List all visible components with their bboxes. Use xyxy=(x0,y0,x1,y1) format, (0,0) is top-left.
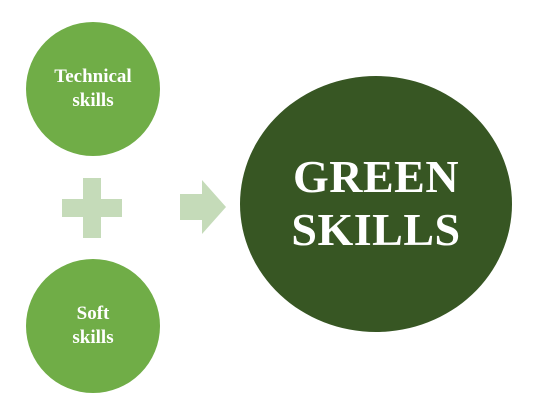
technical-skills-label: Technical skills xyxy=(54,65,131,114)
soft-skills-line1: Soft xyxy=(76,302,110,324)
plus-icon xyxy=(62,178,122,238)
soft-skills-line2: skills xyxy=(72,327,114,348)
soft-skills-circle: Soft skills xyxy=(26,259,160,393)
technical-skills-circle: Technical skills xyxy=(26,22,160,156)
soft-skills-label: Soft skills xyxy=(72,302,113,351)
arrow-right-icon xyxy=(180,180,226,234)
green-skills-label: GREEN SKILLS xyxy=(291,151,460,257)
green-skills-line2: SKILLS xyxy=(291,204,461,255)
green-skills-line1: GREEN xyxy=(292,151,460,203)
technical-skills-line2: skills xyxy=(72,90,114,111)
green-skills-circle: GREEN SKILLS xyxy=(240,76,512,332)
technical-skills-line1: Technical xyxy=(54,65,132,87)
